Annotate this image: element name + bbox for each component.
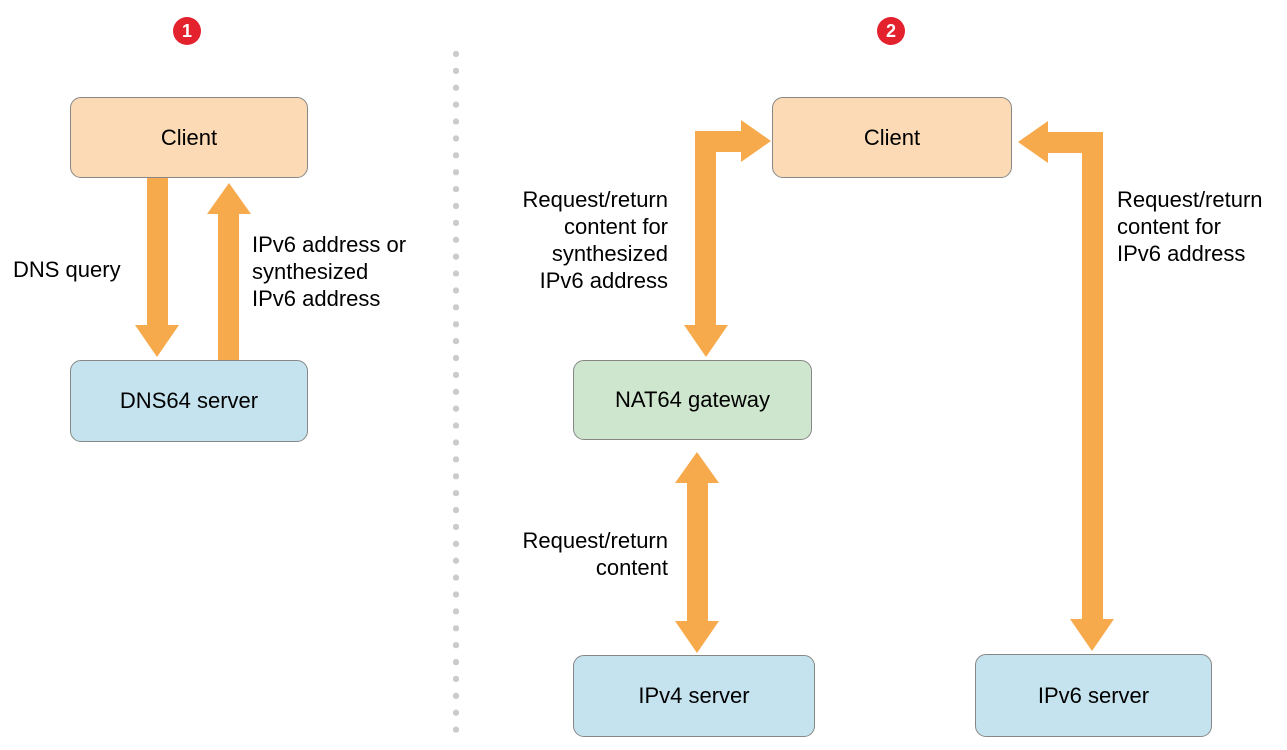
label-line: Request/return xyxy=(522,187,668,212)
node-nat64-gateway-label: NAT64 gateway xyxy=(615,387,770,412)
client-ipv6-arrowhead-down-icon xyxy=(1070,619,1114,651)
node-ipv6-server: IPv6 server xyxy=(975,654,1212,737)
dns-response-arrowhead-up-icon xyxy=(207,183,251,214)
label-line: content for xyxy=(1117,214,1221,239)
label-line: IPv6 address xyxy=(539,268,668,293)
panel-divider xyxy=(452,46,460,736)
nat64-ipv4-arrowhead-down-icon xyxy=(675,621,719,653)
label-line: synthesized xyxy=(252,259,369,284)
node-nat64-gateway: NAT64 gateway xyxy=(573,360,812,440)
node-ipv4-server-label: IPv4 server xyxy=(638,683,750,708)
dns-query-arrow-shaft xyxy=(147,178,168,325)
synthesized-request-label: Request/return content for synthesized I… xyxy=(498,186,668,294)
dns-query-arrowhead-down-icon xyxy=(135,325,179,357)
dns-response-label: IPv6 address or synthesized IPv6 address xyxy=(252,231,406,312)
ipv6-request-label: Request/return content for IPv6 address xyxy=(1117,186,1263,267)
client-nat64-arrowhead-right-icon xyxy=(741,120,771,162)
client-nat64-arrowhead-down-icon xyxy=(684,325,728,357)
node-client-step1-label: Client xyxy=(160,124,218,150)
client-nat64-arrow-shaft-v xyxy=(695,131,716,325)
node-ipv4-server: IPv4 server xyxy=(573,655,815,737)
step-1-badge: 1 xyxy=(173,17,201,45)
node-ipv6-server-label: IPv6 server xyxy=(1037,682,1150,708)
node-client-step1: Client xyxy=(70,97,308,178)
client-ipv6-arrowhead-left-icon xyxy=(1018,121,1048,163)
label-line: content for xyxy=(564,214,668,239)
node-dns64-server-label: DNS64 server xyxy=(119,388,259,413)
dns-response-arrow-shaft xyxy=(218,214,239,360)
label-line: content xyxy=(595,555,668,580)
node-client-step2: Client xyxy=(772,97,1012,178)
nat64-ipv4-arrow-shaft xyxy=(687,482,708,622)
dns-query-label: DNS query xyxy=(13,257,121,282)
label-line: synthesized xyxy=(551,241,668,266)
client-ipv6-arrow-shaft-v xyxy=(1082,132,1103,619)
content-request-label: Request/return content xyxy=(498,527,668,581)
label-line: Request/return xyxy=(522,528,668,553)
label-line: Request/return xyxy=(1117,187,1263,212)
node-client-step2-label: Client xyxy=(863,124,921,150)
label-line: IPv6 address or xyxy=(252,232,407,257)
label-line: IPv6 address xyxy=(252,286,381,311)
nat64-ipv4-arrowhead-up-icon xyxy=(675,452,719,483)
label-line: IPv6 address xyxy=(1117,241,1246,266)
step-2-badge: 2 xyxy=(877,17,905,45)
node-dns64-server: DNS64 server xyxy=(70,360,308,442)
